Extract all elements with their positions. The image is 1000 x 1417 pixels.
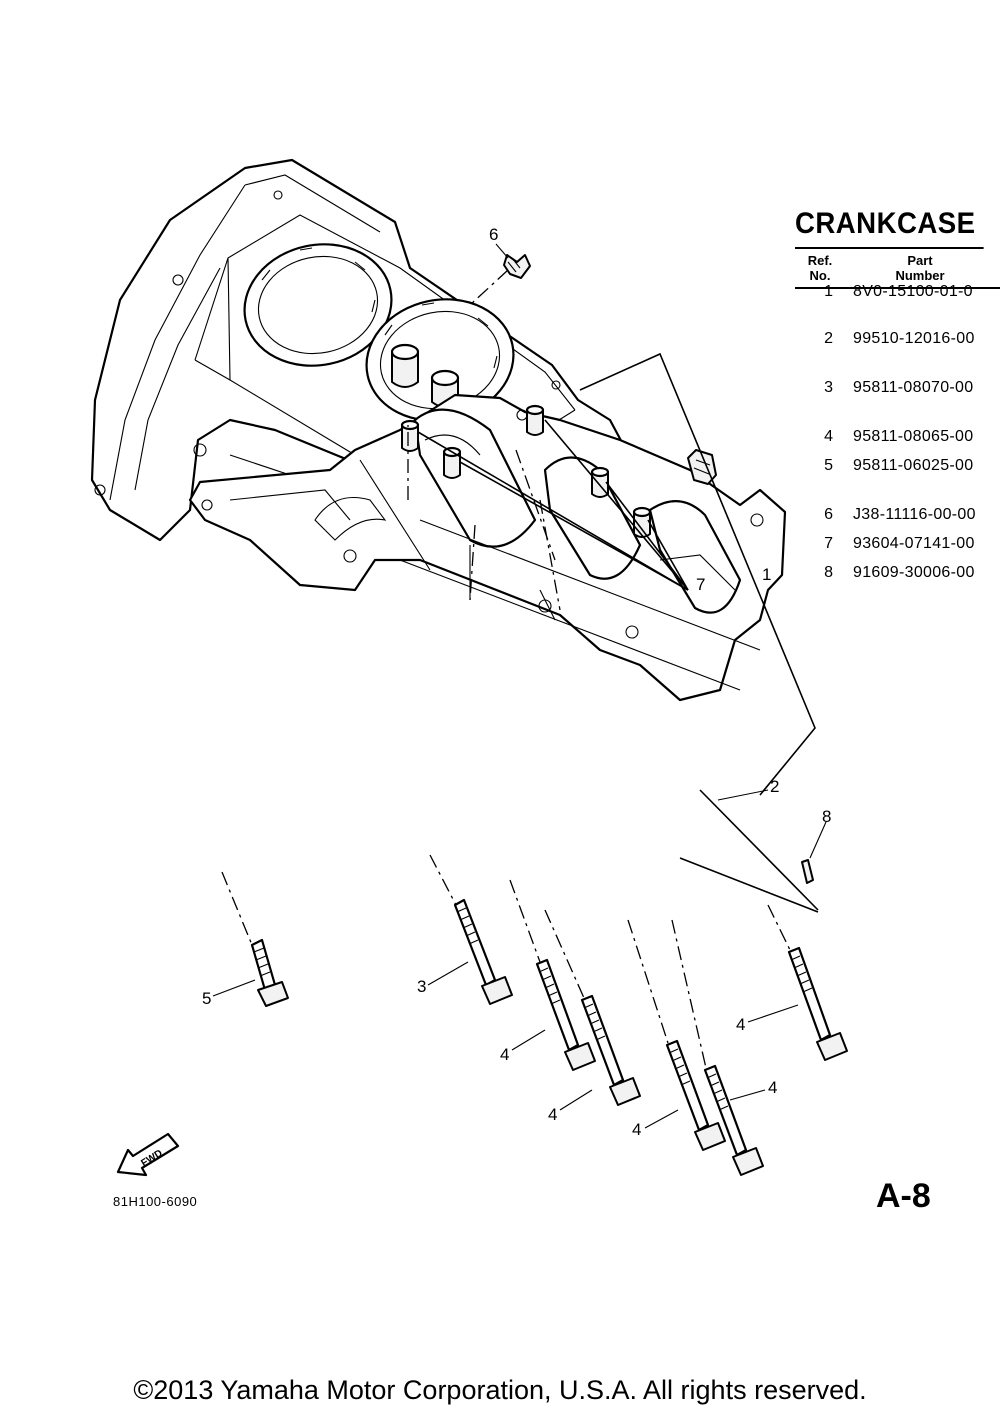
bolt-part-5 [250, 938, 289, 1007]
col-ref-header: Ref. No. [795, 253, 845, 283]
col-ref-line2: No. [809, 268, 831, 283]
row-ref: 6 [824, 506, 833, 523]
bolt-part-3 [453, 898, 513, 1005]
row-part-number: 93604-07141-00 [853, 535, 975, 552]
row-part-number: 95811-06025-00 [853, 457, 974, 474]
row-ref: 3 [824, 379, 833, 396]
col-part-line2: Number [895, 268, 945, 283]
row-part-number: 91609-30006-00 [853, 564, 975, 581]
bolt-part-4c [665, 1039, 726, 1151]
callout-3: 3 [417, 977, 426, 996]
callout-6: 6 [489, 225, 498, 244]
col-ref-line1: Ref. [807, 253, 833, 268]
parts-table-header: CRANKCASE Ref. No. Part Number [795, 207, 1000, 289]
section-title: CRANKCASE [795, 207, 984, 249]
diagram-code: 81H100-6090 [113, 1194, 198, 1209]
bolt-part-4d [703, 1064, 764, 1176]
bolt-part-4a [535, 958, 596, 1071]
row-part-number: 8V0-15100-01-0 [853, 283, 973, 300]
forward-arrow-icon: FWD [116, 1132, 180, 1177]
row-ref: 4 [824, 428, 833, 445]
leader-lines [212, 243, 827, 1129]
table-row: 3 95811-08070-00 [800, 379, 1000, 399]
lower-crankcase [188, 393, 787, 702]
callout-7: 7 [696, 575, 705, 594]
callout-4-a: 4 [500, 1045, 509, 1064]
col-part-line1: Part [907, 253, 933, 268]
copyright-notice: ©2013 Yamaha Motor Corporation, U.S.A. A… [133, 1375, 867, 1405]
callout-1: 1 [762, 565, 771, 584]
page-code: A-8 [876, 1177, 931, 1215]
callout-4-c: 4 [632, 1120, 641, 1139]
column-headers: Ref. No. Part Number [795, 249, 1000, 287]
row-ref: 8 [824, 564, 833, 581]
row-part-number: 95811-08065-00 [853, 428, 974, 445]
col-part-header: Part Number [845, 253, 995, 283]
row-part-number: 99510-12016-00 [853, 330, 975, 347]
plug-part-6 [503, 254, 531, 279]
callout-4-d: 4 [768, 1078, 777, 1097]
plug-part-2 [687, 449, 717, 485]
table-row: 5 95811-06025-00 [800, 457, 1000, 477]
row-ref: 7 [824, 535, 833, 552]
callout-5: 5 [202, 989, 211, 1008]
callout-8: 8 [822, 807, 831, 826]
table-row: 2 99510-12016-00 [800, 330, 1000, 350]
table-row: 8 91609-30006-00 [800, 564, 1000, 584]
bolt-part-4b [580, 994, 641, 1106]
callout-4-right: 4 [736, 1015, 745, 1034]
row-ref: 5 [824, 457, 833, 474]
table-row: 7 93604-07141-00 [800, 535, 1000, 555]
row-ref: 1 [824, 283, 833, 300]
bolt-part-4e [787, 946, 848, 1061]
pin-part-8 [801, 859, 814, 884]
row-ref: 2 [824, 330, 833, 347]
table-row: 1 8V0-15100-01-0 [800, 283, 1000, 303]
row-part-number: J38-11116-00-00 [853, 506, 976, 523]
table-row: 4 95811-08065-00 [800, 428, 1000, 448]
table-row: 6 J38-11116-00-00 [800, 506, 1000, 526]
callout-4-b: 4 [548, 1105, 557, 1124]
callout-2: 2 [770, 777, 779, 796]
row-part-number: 95811-08070-00 [853, 379, 974, 396]
